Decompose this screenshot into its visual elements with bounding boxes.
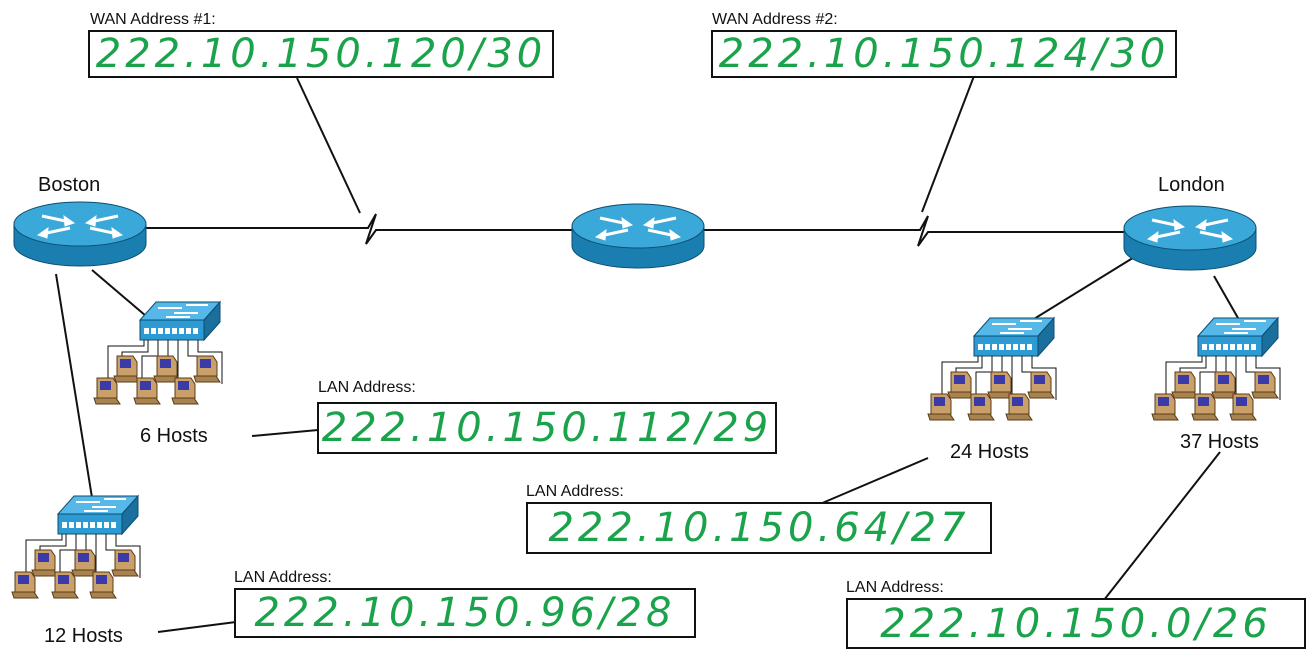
lan-24-leader bbox=[819, 457, 929, 505]
lan-6-caption: LAN Address: bbox=[318, 379, 416, 396]
lan-24-address-box: 222.10.150.64/27 bbox=[526, 502, 992, 554]
lan-6-address: 222.10.150.112/29 bbox=[321, 405, 773, 451]
boston-to-switch-6 bbox=[91, 269, 147, 317]
wan1-caption: WAN Address #1: bbox=[90, 11, 216, 28]
router-middle bbox=[570, 202, 706, 270]
london-to-switch-37 bbox=[1213, 275, 1239, 319]
lan-6-leader bbox=[251, 429, 319, 437]
wan-link-2 bbox=[704, 215, 1132, 247]
cluster-12-hosts bbox=[12, 496, 140, 598]
wan2-caption: WAN Address #2: bbox=[712, 11, 838, 28]
lan-12-leader bbox=[157, 621, 237, 633]
wan-links bbox=[146, 75, 1132, 247]
wan-link-1 bbox=[146, 213, 572, 245]
wan1-leader bbox=[296, 77, 361, 214]
lan-12-caption: LAN Address: bbox=[234, 569, 332, 586]
lan-37-leader bbox=[1103, 451, 1221, 601]
wan2-address-box: 222.10.150.124/30 bbox=[711, 30, 1177, 78]
wan2-leader bbox=[921, 75, 975, 213]
wan1-address-box: 222.10.150.120/30 bbox=[88, 30, 554, 78]
cluster-24-hosts bbox=[928, 318, 1056, 420]
lan-37-address-box: 222.10.150.0/26 bbox=[846, 598, 1306, 649]
lan-6-address-box: 222.10.150.112/29 bbox=[317, 402, 777, 454]
wan1-address: 222.10.150.120/30 bbox=[95, 31, 547, 77]
cluster-37-hosts bbox=[1152, 318, 1280, 420]
hosts-24-label: 24 Hosts bbox=[950, 441, 1029, 463]
lan-37-address: 222.10.150.0/26 bbox=[880, 600, 1272, 647]
hosts-37-label: 37 Hosts bbox=[1180, 431, 1259, 453]
router-boston bbox=[12, 200, 148, 268]
lan-24-address: 222.10.150.64/27 bbox=[548, 505, 970, 551]
cluster-6-hosts bbox=[94, 302, 222, 404]
lan-links bbox=[55, 255, 1239, 633]
lan-24-caption: LAN Address: bbox=[526, 483, 624, 500]
site-label-london: London bbox=[1158, 174, 1225, 196]
lan-37-caption: LAN Address: bbox=[846, 579, 944, 596]
hosts-6-label: 6 Hosts bbox=[140, 425, 208, 447]
hosts-12-label: 12 Hosts bbox=[44, 625, 123, 647]
wan2-address: 222.10.150.124/30 bbox=[718, 31, 1170, 77]
lan-12-address: 222.10.150.96/28 bbox=[254, 590, 676, 636]
site-label-boston: Boston bbox=[38, 174, 101, 196]
boston-to-switch-12 bbox=[55, 273, 95, 511]
lan-12-address-box: 222.10.150.96/28 bbox=[234, 588, 696, 638]
router-london bbox=[1122, 204, 1258, 272]
